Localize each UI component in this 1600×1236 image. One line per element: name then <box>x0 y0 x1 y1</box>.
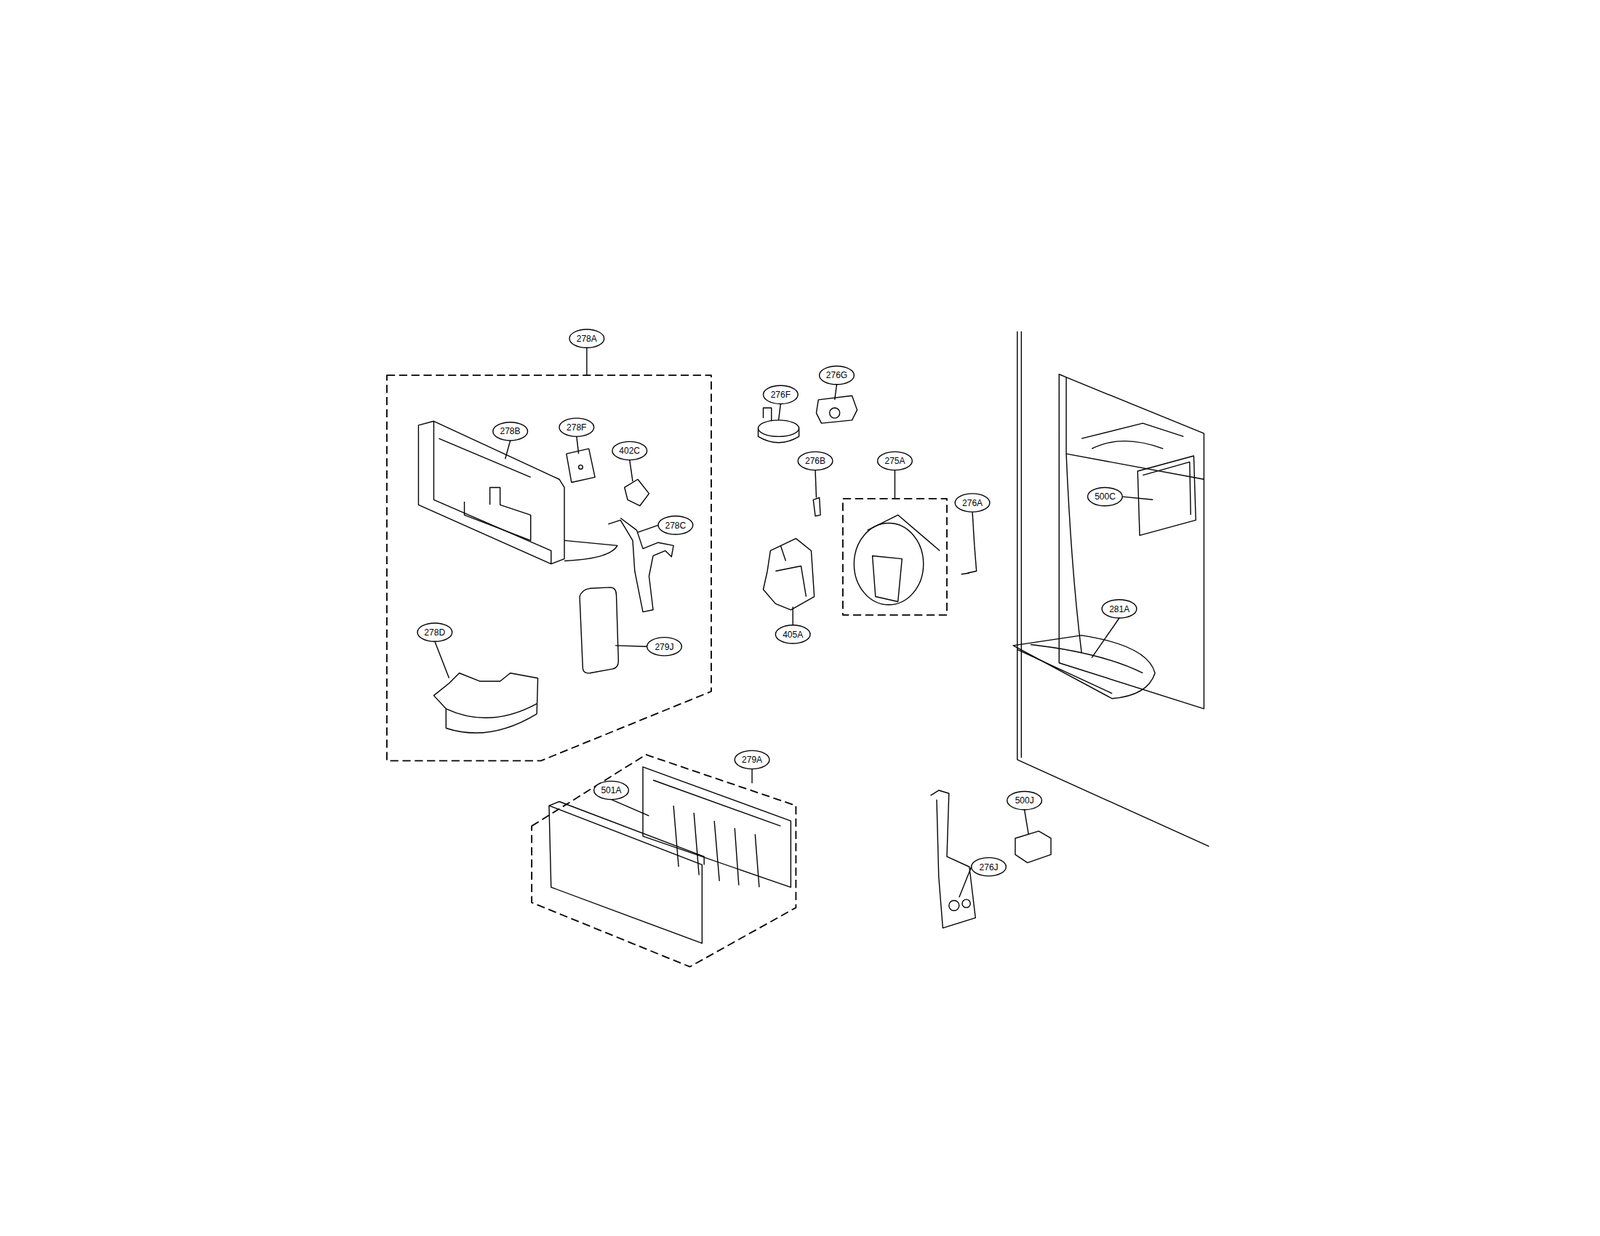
callout-number: 276G <box>826 370 848 380</box>
callout-oval <box>417 623 453 642</box>
callout-number: 500J <box>1015 796 1035 806</box>
callout-number: 501A <box>600 786 622 795</box>
callout-oval <box>797 451 833 470</box>
callout-number: 278B <box>500 426 521 436</box>
callout-number: 276A <box>962 498 983 508</box>
callout-oval <box>734 750 770 769</box>
callout-oval <box>954 493 990 512</box>
callout-oval <box>877 451 913 470</box>
callout-oval <box>493 422 528 441</box>
callout-oval <box>763 385 799 404</box>
callout-number: 278F <box>566 423 587 432</box>
callout-oval <box>612 441 648 460</box>
callout-oval <box>594 781 630 800</box>
callout-oval <box>1088 487 1123 506</box>
callout-oval <box>971 858 1007 877</box>
callout-oval <box>658 516 694 535</box>
callout-number: 276J <box>979 863 999 872</box>
callout-oval <box>1007 791 1043 810</box>
callout-oval <box>647 637 683 656</box>
callout-oval <box>569 329 605 348</box>
callout-number: 276B <box>805 456 826 466</box>
callout-number: 279J <box>654 642 674 652</box>
callout-number: 281A <box>1109 605 1130 614</box>
callout-oval <box>819 366 855 385</box>
callout-number: 278C <box>664 521 686 531</box>
callout-number: 278A <box>576 334 598 344</box>
callout-number: 402C <box>618 446 640 456</box>
callout-number: 500C <box>1094 492 1116 502</box>
callout-number: 275A <box>884 456 905 466</box>
callout-number: 276F <box>770 390 791 400</box>
callout-number: 278D <box>424 628 446 638</box>
callout-oval <box>775 625 811 644</box>
callout-number: 405A <box>782 630 803 640</box>
callout-oval <box>1101 600 1137 619</box>
callout-number: 279A <box>741 755 763 765</box>
callout-oval <box>559 418 595 437</box>
